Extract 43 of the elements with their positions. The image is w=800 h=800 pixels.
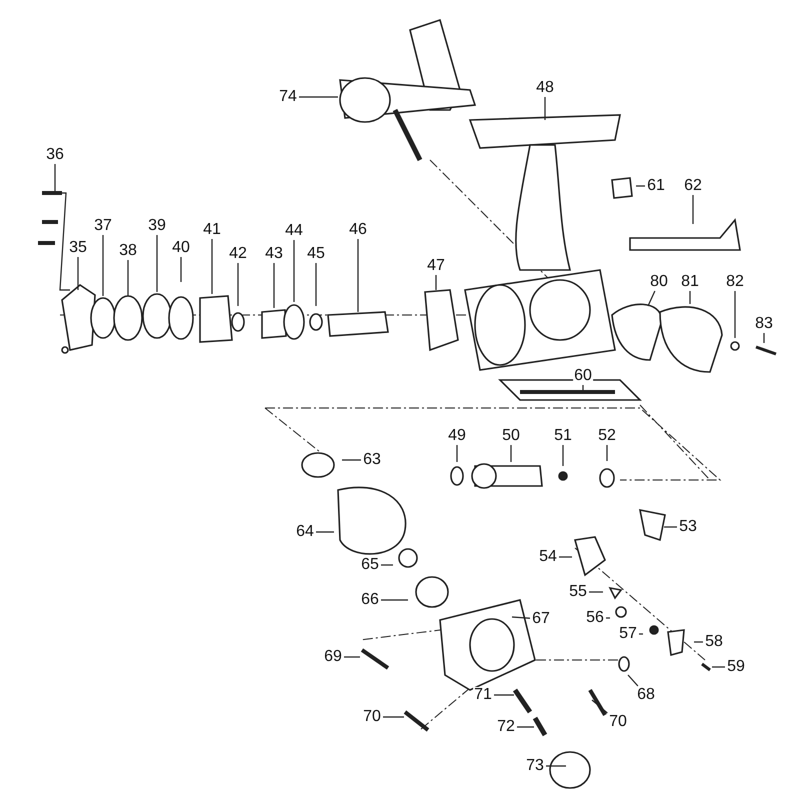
leader-line (456, 445, 458, 462)
leader-line (692, 195, 694, 224)
leader-line (512, 616, 530, 619)
leader-line (381, 599, 408, 601)
leader-line (694, 641, 703, 643)
leader-line (344, 656, 360, 658)
leader-line (357, 239, 359, 312)
leader-line (342, 459, 361, 461)
leader-line (156, 235, 158, 292)
leader-line (647, 290, 656, 306)
leader-line (664, 526, 677, 528)
leader-line (559, 556, 572, 558)
leader-line (712, 666, 725, 668)
leader-line (562, 445, 564, 466)
leader-line (383, 716, 404, 718)
leader-line (381, 564, 393, 566)
leader-line (293, 240, 295, 302)
leader-line (435, 275, 437, 290)
leader-line (636, 185, 645, 187)
leader-line (592, 700, 608, 714)
leader-line (734, 291, 736, 338)
leader-line (315, 263, 317, 306)
callout-number: 60 (573, 368, 593, 384)
leader-line (180, 257, 182, 282)
leader-line (299, 96, 338, 98)
leader-line (589, 591, 603, 593)
leader-line (546, 765, 566, 767)
leader-line (316, 531, 334, 533)
leader-line (54, 164, 56, 192)
leader-line (517, 726, 534, 728)
leader-line (628, 674, 638, 686)
leader-line (544, 97, 546, 120)
leader-line (127, 260, 129, 296)
leader-line (510, 445, 512, 462)
leader-line (763, 333, 765, 343)
leader-line (494, 694, 514, 696)
leader-line (77, 257, 79, 290)
leader-line (211, 239, 213, 294)
leader-line (689, 291, 691, 304)
leader-line (237, 263, 239, 306)
leader-line (102, 235, 104, 296)
leader-line (273, 263, 275, 308)
leader-line (606, 445, 608, 461)
